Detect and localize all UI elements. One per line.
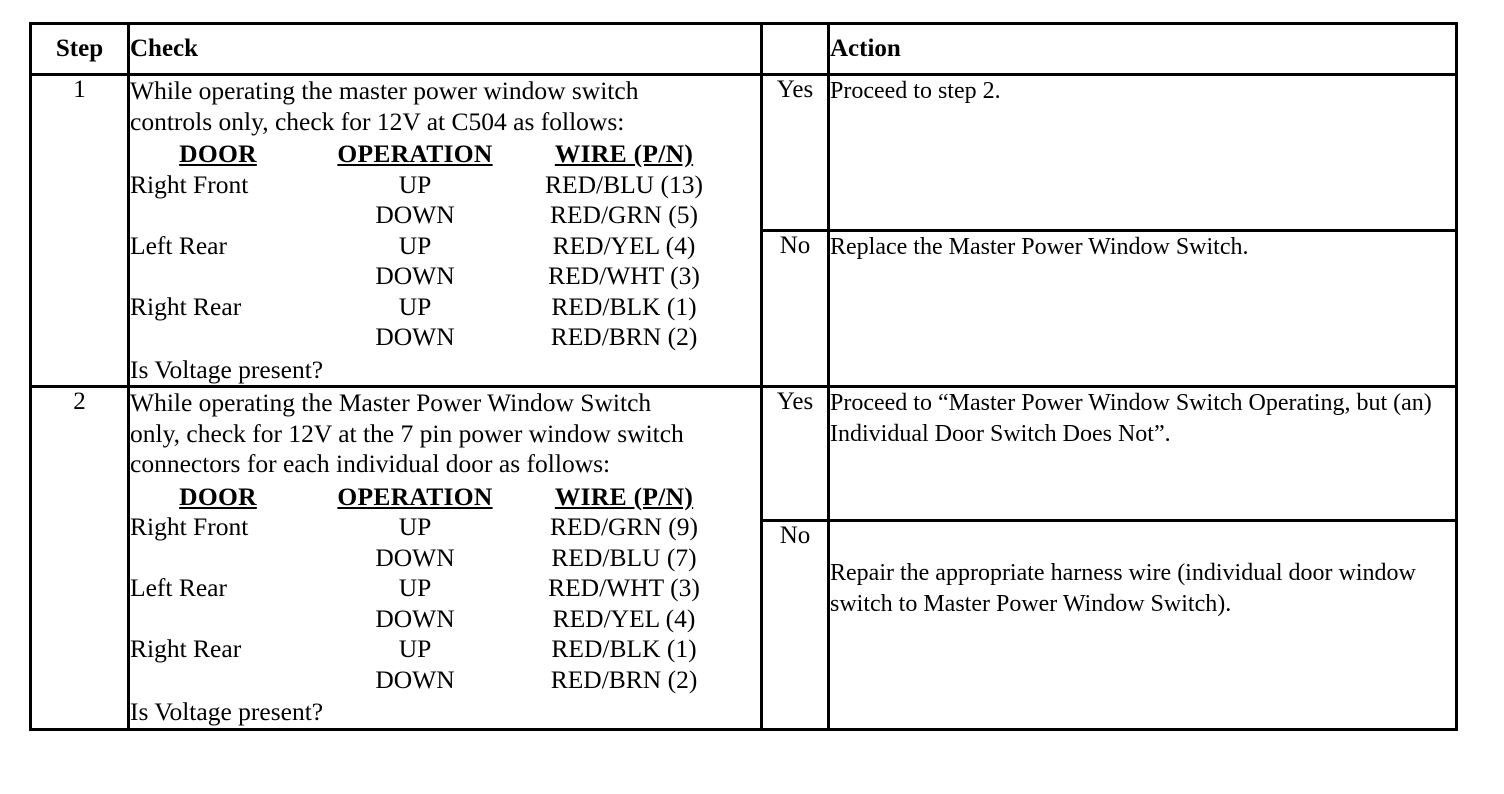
check-cell-step-1: While operating the master power window … xyxy=(127,73,763,388)
check-question: Is Voltage present? xyxy=(130,354,324,384)
wire-row: Right Rear UP RED/BLK (1) xyxy=(130,634,724,665)
wire-col-header-operation: OPERATION xyxy=(306,481,524,512)
wire-col-header-operation: OPERATION xyxy=(306,139,524,170)
wire-operation: UP xyxy=(306,634,524,665)
step-number-2: 2 xyxy=(29,385,130,731)
wire-code: RED/YEL (4) xyxy=(524,230,724,261)
wire-col-header-wire: WIRE (P/N) xyxy=(524,139,724,170)
check-intro-line-1: While operating the Master Power Window … xyxy=(130,388,652,417)
wire-row: DOWN RED/WHT (3) xyxy=(130,261,724,292)
column-header-yesno xyxy=(760,22,830,76)
wire-door xyxy=(130,322,306,353)
wire-door: Right Rear xyxy=(130,291,306,322)
action-cell-no-step-2: Repair the appropriate harness wire (ind… xyxy=(827,519,1458,731)
wire-door: Right Front xyxy=(130,512,306,543)
wire-operation: DOWN xyxy=(306,322,524,353)
wire-row: Left Rear UP RED/YEL (4) xyxy=(130,230,724,261)
wire-operation: UP xyxy=(306,512,524,543)
wire-code: RED/BRN (2) xyxy=(524,322,724,353)
outcome-label-no-step-1: No xyxy=(760,229,830,388)
wire-operation: UP xyxy=(306,169,524,200)
step-number-1: 1 xyxy=(29,73,130,388)
wire-operation: UP xyxy=(306,573,524,604)
check-intro-line-2: controls only, check for 12V at C504 as … xyxy=(130,106,625,136)
wire-col-header-door: DOOR xyxy=(130,139,306,170)
wire-code: RED/BLK (1) xyxy=(524,634,724,665)
wire-operation: DOWN xyxy=(306,200,524,231)
wire-door: Right Rear xyxy=(130,634,306,665)
wire-table-header-row: DOOR OPERATION WIRE (P/N) xyxy=(130,139,724,170)
wire-door: Left Rear xyxy=(130,573,306,604)
wire-row: Right Rear UP RED/BLK (1) xyxy=(130,291,724,322)
wire-operation: DOWN xyxy=(306,664,524,695)
wire-table-header-row: DOOR OPERATION WIRE (P/N) xyxy=(130,481,724,512)
column-header-check: Check xyxy=(127,22,763,76)
outcome-label-no-step-2: No xyxy=(760,519,830,731)
wire-operation: DOWN xyxy=(306,261,524,292)
wire-door: Left Rear xyxy=(130,230,306,261)
table-row-step-2-no: No Repair the appropriate harness wire (… xyxy=(31,519,1458,731)
outcome-label-yes-step-2: Yes xyxy=(760,384,830,523)
wire-door xyxy=(130,603,306,634)
wire-operation: DOWN xyxy=(306,603,524,634)
wire-reference-table-step-1: DOOR OPERATION WIRE (P/N) Right Front UP… xyxy=(130,139,724,353)
check-question: Is Voltage present? xyxy=(130,697,324,726)
wire-col-header-wire: WIRE (P/N) xyxy=(524,481,724,512)
column-header-action: Action xyxy=(827,22,1458,76)
wire-code: RED/BLK (1) xyxy=(524,291,724,322)
wire-row: DOWN RED/BRN (2) xyxy=(130,322,724,353)
wire-code: RED/YEL (4) xyxy=(524,603,724,634)
table-row-step-2: 2 While operating the Master Power Windo… xyxy=(29,384,1458,731)
wire-code: RED/WHT (3) xyxy=(524,573,724,604)
wire-door xyxy=(130,542,306,573)
wire-code: RED/BLU (7) xyxy=(524,542,724,573)
outcome-label-yes-step-1: Yes xyxy=(760,73,830,232)
wire-reference-table-step-2: DOOR OPERATION WIRE (P/N) Right Front UP… xyxy=(130,481,724,695)
wire-row: DOWN RED/GRN (5) xyxy=(130,200,724,231)
wire-door: Right Front xyxy=(130,169,306,200)
check-cell-step-2: While operating the Master Power Window … xyxy=(127,385,763,731)
wire-code: RED/GRN (5) xyxy=(524,200,724,231)
check-intro-line-1: While operating the master power window … xyxy=(130,76,639,105)
wire-door xyxy=(130,200,306,231)
wire-operation: UP xyxy=(306,291,524,322)
action-cell-yes-step-1: Proceed to step 2. xyxy=(827,73,1458,232)
wire-door xyxy=(130,664,306,695)
wire-code: RED/WHT (3) xyxy=(524,261,724,292)
table-row-step-1: 1 While operating the master power windo… xyxy=(29,73,1458,388)
wire-col-header-door: DOOR xyxy=(130,481,306,512)
action-cell-yes-step-2: Proceed to “Master Power Window Switch O… xyxy=(827,384,1458,523)
check-intro-line-3: connectors for each individual door as f… xyxy=(130,449,611,478)
wire-row: Left Rear UP RED/WHT (3) xyxy=(130,573,724,604)
wire-code: RED/GRN (9) xyxy=(524,512,724,543)
wire-row: Right Front UP RED/BLU (13) xyxy=(130,169,724,200)
wire-code: RED/BLU (13) xyxy=(524,169,724,200)
check-intro-line-2: only, check for 12V at the 7 pin power w… xyxy=(130,418,684,448)
wire-door xyxy=(130,261,306,292)
wire-code: RED/BRN (2) xyxy=(524,664,724,695)
wire-row: DOWN RED/BRN (2) xyxy=(130,664,724,695)
table-header-row: Step Check Action xyxy=(29,22,1458,76)
diagnostic-table: Step Check Action 1 While operating the … xyxy=(29,22,1458,731)
wire-row: DOWN RED/BLU (7) xyxy=(130,542,724,573)
wire-row: DOWN RED/YEL (4) xyxy=(130,603,724,634)
wire-operation: UP xyxy=(306,230,524,261)
table-row-step-1-no: No Replace the Master Power Window Switc… xyxy=(31,229,1458,388)
column-header-step: Step xyxy=(29,22,130,76)
wire-row: Right Front UP RED/GRN (9) xyxy=(130,512,724,543)
action-cell-no-step-1: Replace the Master Power Window Switch. xyxy=(827,229,1458,388)
wire-operation: DOWN xyxy=(306,542,524,573)
